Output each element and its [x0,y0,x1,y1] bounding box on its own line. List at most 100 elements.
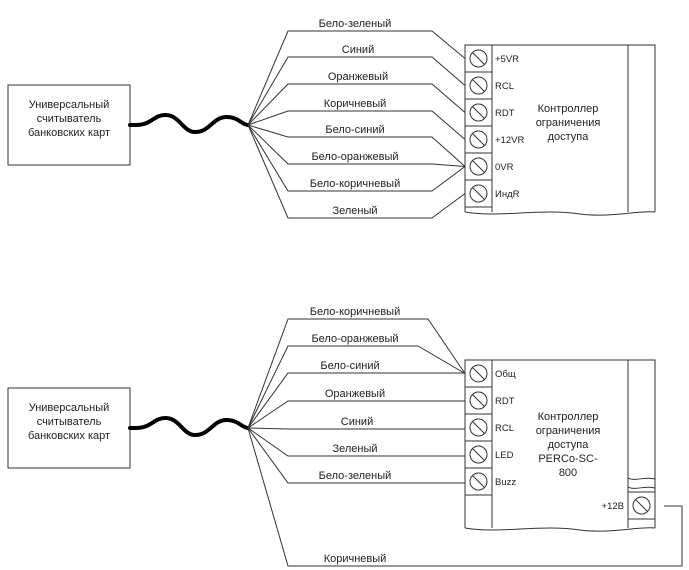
reader-label: считыватель [37,416,102,428]
terminal: LED [465,445,514,469]
wire-label: Зеленый [332,205,377,217]
wire-line [247,110,466,140]
wire-line [247,427,466,484]
screw-icon [469,130,488,149]
wire-label: Оранжевый [328,71,388,83]
screw-icon [469,157,488,176]
wire-line [247,372,466,429]
wire-line [247,427,683,567]
reader-label: банковских карт [28,430,110,442]
controller-label: ограничения [536,425,601,437]
wire-line [247,124,466,192]
terminal-label: RCL [495,81,514,92]
terminal-label: RDT [495,108,515,119]
wire-label: Бело-оранжевый [311,151,398,163]
wire-line [247,427,466,430]
wire: Бело-коричневый [247,306,466,429]
wire-line [247,30,466,126]
diagram-bottom: Универсальный считыватель банковских картК… [7,306,683,567]
terminal: 0VR [465,157,514,181]
wire-line [247,400,466,429]
screw-icon [469,184,488,203]
wire-line [247,83,466,126]
wire-label: Коричневый [324,98,387,110]
screw-icon [469,445,488,464]
controller-label: 800 [559,467,577,479]
terminal: +5VR [465,49,519,73]
wire: Бело-зеленый [247,427,466,484]
wire-label: Бело-зеленый [319,470,392,482]
reader-label: Универсальный [29,402,110,414]
screw-icon [469,418,488,437]
screw-icon [469,49,488,68]
terminal-label: 0VR [495,162,514,173]
wire-label: Бело-коричневый [310,306,400,318]
reader-box: Универсальный считыватель банковских карт [7,387,131,469]
cable [128,112,250,135]
wire-label: Синий [341,416,373,428]
wire-line [247,56,466,126]
screw-icon [469,76,488,95]
wire-line [247,124,466,167]
terminal: ИндR [465,184,520,208]
wire: Оранжевый [247,388,466,429]
wire: Бело-оранжевый [247,333,466,429]
reader-label: считыватель [37,113,102,125]
wire: Бело-коричневый [247,124,466,192]
wire: Синий [247,44,466,126]
terminal: Общ [465,364,516,388]
terminal-label: RDT [495,396,515,407]
screw-icon [469,364,488,383]
terminal-label: ИндR [495,189,520,200]
wire-label: Оранжевый [325,388,385,400]
screw-icon [469,103,488,122]
wire-line [247,124,466,167]
terminal: RCL [465,418,514,442]
power-terminal: +12В [602,477,656,520]
diagram-top: Универсальный считыватель банковских карт К… [7,18,656,219]
reader-box: Универсальный считыватель банковских карт [7,84,131,166]
terminal: +12VR [465,130,524,154]
wire-label: Синий [342,44,374,56]
wire-line [247,124,466,219]
terminal-label: RCL [495,423,514,434]
reader-label: Универсальный [29,99,110,111]
power-terminal-label: +12В [602,501,624,512]
wire: Коричневый [247,427,683,567]
terminal-label: Общ [495,369,516,380]
controller-label: доступа [548,131,590,143]
wire: Оранжевый [247,71,466,126]
terminal: RDT [465,103,515,127]
wire: Зеленый [247,427,466,457]
wire: Коричневый [247,98,466,140]
wire: Синий [247,416,466,430]
wire-line [247,345,466,429]
terminal: RDT [465,391,515,415]
wire-label: Бело-оранжевый [311,333,398,345]
screw-icon [469,391,488,410]
wire-label: Бело-синий [320,360,379,372]
screw-icon [469,472,488,491]
cable [128,415,250,438]
controller-label: Контроллер [538,103,599,115]
controller-label: ограничения [536,117,601,129]
wire-label: Бело-синий [325,124,384,136]
wire-label: Коричневый [324,553,387,565]
screw-icon [632,496,651,515]
terminal: RCL [465,76,514,100]
reader-label: банковских карт [28,127,110,139]
wire-line [247,427,466,457]
terminal-label: Buzz [495,477,516,488]
wire-label: Зеленый [332,443,377,455]
terminal-label: LED [495,450,514,461]
wire: Зеленый [247,124,466,219]
wire-label: Бело-коричневый [310,178,400,190]
controller-label: PERCo-SC- [538,453,598,465]
controller: Контроллер ограничения доступа [464,44,656,216]
wire: Бело-синий [247,360,466,429]
wire: Бело-зеленый [247,18,466,126]
terminal: Buzz [465,472,516,496]
terminal-label: +5VR [495,54,519,65]
